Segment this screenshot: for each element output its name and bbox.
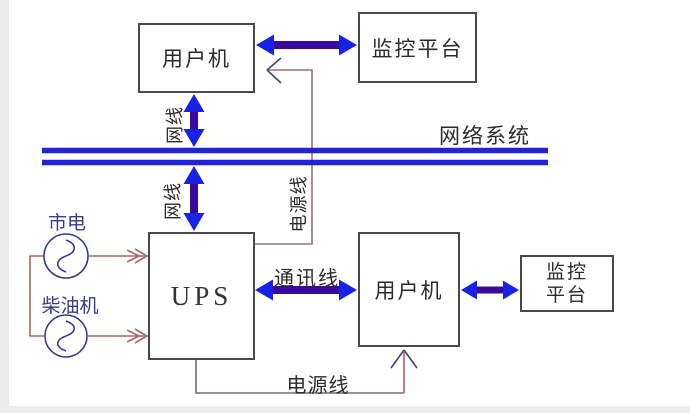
mains-chevron-arrow-icon (126, 248, 149, 264)
box-user-machine-bottom-label: 用户机 (374, 278, 444, 303)
box-monitor-platform-bottom-line1: 监控 (545, 261, 588, 283)
box-user-machine-bottom: 用户机 (358, 232, 460, 347)
diesel-chevron-arrow-icon (126, 328, 149, 344)
data-arrows (183, 34, 519, 301)
arrowhead-right-icon (339, 34, 357, 56)
arrowhead-up-icon (183, 94, 205, 112)
power-bottom-path (195, 360, 404, 394)
mains-sine-icon (56, 239, 76, 273)
box-monitor-platform-bottom: 监控 平台 (520, 255, 614, 312)
network-bus (42, 147, 548, 166)
diesel-sine-icon (56, 320, 76, 352)
box-user-machine-top: 用户机 (138, 23, 255, 93)
arrowhead-left-icon (461, 280, 477, 300)
arrow-userbottom-monitorbottom (461, 280, 519, 300)
power-line-bottom (195, 349, 418, 394)
arrow-usertop-bus (183, 94, 205, 147)
box-user-machine-top-label: 用户机 (162, 47, 231, 71)
arrowhead-left-icon (256, 34, 274, 56)
arrowhead-right-icon (339, 279, 357, 301)
power-bottom-open-arrow-icon (390, 349, 418, 369)
network-system-label: 网络系统 (439, 124, 531, 148)
box-ups: UPS (148, 232, 255, 360)
arrowhead-down-icon (183, 213, 205, 231)
box-monitor-platform-top-label: 监控平台 (371, 36, 464, 61)
net-cable-upper-label: 网线 (165, 106, 185, 144)
power-cable-bottom-label: 电源线 (286, 375, 350, 397)
arrowhead-up-icon (183, 166, 205, 184)
arrow-ups-userbottom (255, 279, 357, 301)
box-ups-label: UPS (170, 280, 233, 311)
net-cable-lower-label: 网线 (163, 182, 183, 220)
arrow-bus-ups (183, 166, 205, 231)
power-cable-riser-label: 电源线 (289, 175, 309, 233)
arrowhead-down-icon (183, 129, 205, 147)
supply-circuit-lines (29, 248, 149, 344)
arrowhead-right-icon (503, 280, 519, 300)
supply-left-link-line (29, 255, 44, 337)
box-monitor-platform-top: 监控平台 (358, 12, 477, 83)
power-riser-path (253, 69, 313, 245)
page-edge-left (0, 0, 9, 413)
comm-cable-label: 通讯线 (274, 268, 340, 290)
page-edge-bottom (0, 406, 690, 413)
power-line-riser (253, 57, 313, 245)
arrow-usertop-monitortop (256, 34, 357, 56)
box-monitor-platform-bottom-line2: 平台 (545, 284, 588, 306)
mains-power-label: 市电 (47, 213, 86, 234)
diesel-generator-label: 柴油机 (41, 296, 99, 317)
arrowhead-left-icon (255, 279, 273, 301)
power-riser-open-arrow-icon (266, 57, 282, 84)
ac-source-symbols (43, 233, 89, 358)
